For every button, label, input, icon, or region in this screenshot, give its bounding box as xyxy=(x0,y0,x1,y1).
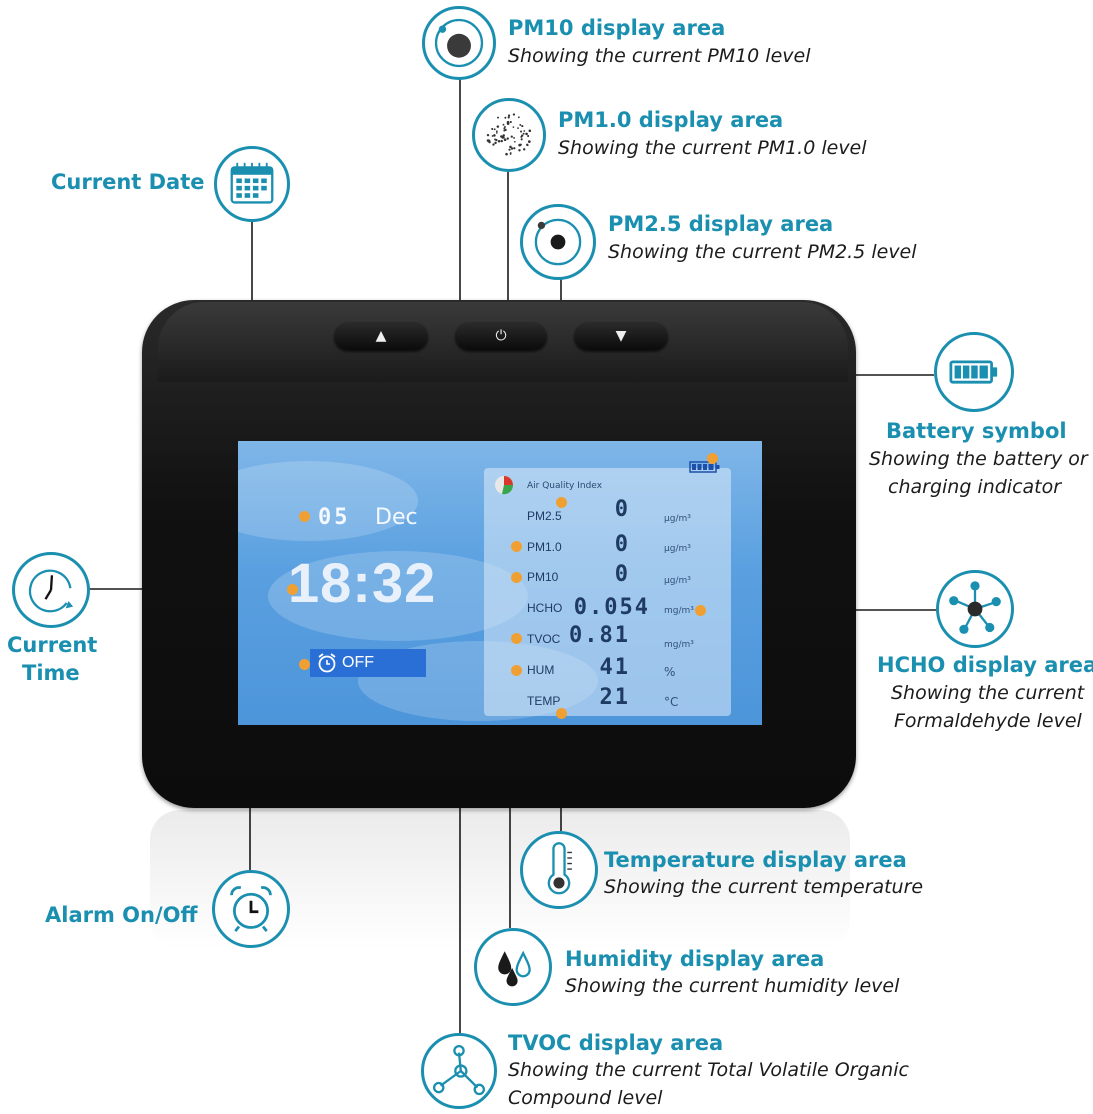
battery-marker xyxy=(707,453,718,464)
particle-large-icon xyxy=(422,6,496,80)
battery-desc-line2: charging indicator xyxy=(888,476,1062,498)
reading-unit-pm10: μg/m³ xyxy=(664,576,691,586)
alarm-title: Alarm On/Off xyxy=(45,903,198,927)
date-title: Current Date xyxy=(51,170,205,194)
pm10-desc: Showing the current PM10 level xyxy=(508,45,811,67)
reading-value-pm25: 0 xyxy=(614,497,630,522)
temp-marker xyxy=(556,708,567,719)
battery-desc-line1: Showing the battery or xyxy=(869,448,1088,470)
pm1-marker xyxy=(511,541,522,552)
screen-date-month: Dec xyxy=(375,505,418,530)
power-button[interactable]: ⏻ xyxy=(455,322,547,350)
reading-value-hum: 41 xyxy=(599,655,630,680)
alarm-status-box xyxy=(310,649,426,677)
reading-label-pm10: PM10 xyxy=(527,570,559,584)
reading-unit-hum: % xyxy=(664,665,676,679)
pm1-desc: Showing the current PM1.0 level xyxy=(558,137,867,159)
tvoc-title: TVOC display area xyxy=(508,1031,724,1055)
screen-alarm-icon xyxy=(318,653,336,673)
hcho-desc-line1: Showing the current xyxy=(891,682,1085,704)
tvoc-desc-line2: Compound level xyxy=(508,1087,663,1109)
reading-unit-tvoc: mg/m³ xyxy=(664,640,694,650)
battery-icon xyxy=(934,332,1014,412)
reading-unit-hcho: mg/m³ xyxy=(664,606,694,616)
reading-label-temp: TEMP xyxy=(527,694,561,708)
screen-date-day: 05 xyxy=(318,505,351,530)
pm25-desc: Showing the current PM2.5 level xyxy=(608,241,917,263)
aqi-pie-icon xyxy=(495,476,514,495)
time-title-line2: Time xyxy=(22,661,80,685)
pm25-marker xyxy=(556,497,567,508)
particle-small-icon xyxy=(520,204,596,280)
alarm-marker xyxy=(299,659,310,670)
down-button[interactable]: ▼ xyxy=(574,322,668,350)
particle-dust-icon xyxy=(472,98,546,172)
molecule-icon xyxy=(936,570,1014,648)
hcho-title: HCHO display area xyxy=(877,653,1093,677)
battery-title: Battery symbol xyxy=(886,419,1067,443)
time-marker xyxy=(287,584,298,595)
temp-desc: Showing the current temperature xyxy=(604,876,924,898)
reading-value-hcho: 0.054 xyxy=(573,595,650,620)
clock-icon xyxy=(12,552,90,628)
reading-value-pm1: 0 xyxy=(614,532,630,557)
hum-marker xyxy=(511,665,522,676)
pm10-title: PM10 display area xyxy=(508,16,726,40)
tvoc-molecule-icon xyxy=(421,1033,497,1109)
hum-title: Humidity display area xyxy=(565,947,825,971)
reading-label-pm25: PM2.5 xyxy=(527,509,562,523)
reading-unit-pm25: μg/m³ xyxy=(664,514,691,524)
screen-time: 18:32 xyxy=(288,551,437,614)
reading-unit-pm1: μg/m³ xyxy=(664,544,691,554)
hcho-marker xyxy=(695,605,706,616)
reading-unit-temp: °C xyxy=(664,695,679,709)
aqi-title: Air Quality Index xyxy=(527,481,603,491)
tvoc-marker xyxy=(511,633,522,644)
reading-label-tvoc: TVOC xyxy=(527,632,561,646)
reading-value-temp: 21 xyxy=(599,685,630,710)
tvoc-desc-line1: Showing the current Total Volatile Organ… xyxy=(508,1059,909,1081)
hum-desc: Showing the current humidity level xyxy=(565,975,900,997)
date-marker xyxy=(299,511,310,522)
reading-value-tvoc: 0.81 xyxy=(569,623,630,648)
aqi-panel xyxy=(484,468,731,716)
droplets-icon xyxy=(474,928,552,1006)
reading-value-pm10: 0 xyxy=(614,562,630,587)
screen-battery-icon xyxy=(689,461,720,473)
pm10-marker xyxy=(511,572,522,583)
alarm-clock-icon xyxy=(212,870,290,948)
reading-label-pm1: PM1.0 xyxy=(527,540,562,554)
reading-label-hum: HUM xyxy=(527,663,555,677)
time-title-line1: Current xyxy=(7,633,98,657)
up-button[interactable]: ▲ xyxy=(334,322,428,350)
hcho-desc-line2: Formaldehyde level xyxy=(894,710,1082,732)
pm25-title: PM2.5 display area xyxy=(608,212,834,236)
temp-title: Temperature display area xyxy=(604,848,907,872)
screen-alarm-status: OFF xyxy=(342,654,374,671)
calendar-icon xyxy=(214,146,290,222)
reading-label-hcho: HCHO xyxy=(527,601,563,615)
pm1-title: PM1.0 display area xyxy=(558,108,784,132)
thermometer-icon xyxy=(520,831,598,909)
